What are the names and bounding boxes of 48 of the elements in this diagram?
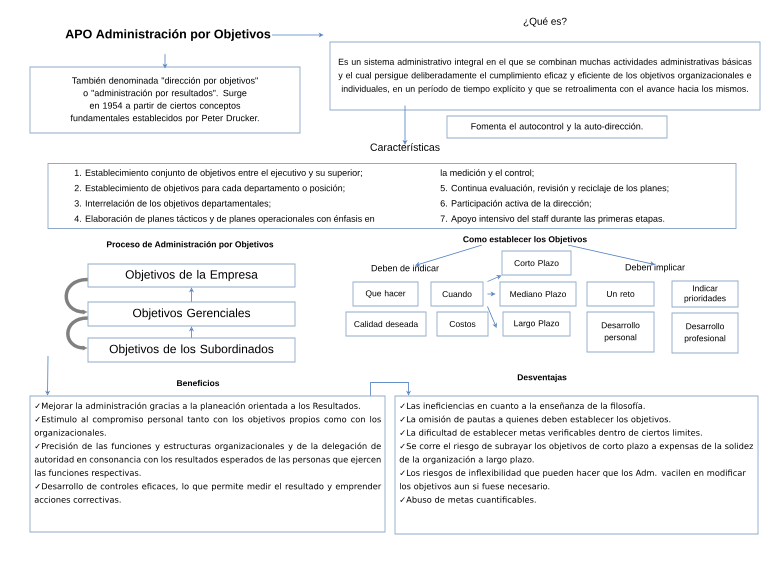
list-item: ✓Se corre el riesgo de subrayar los objetivos de corto plazo a expensas de la solidez de la organización a largo plazo. [400,442,754,464]
list-item: ✓Las ineficiencias en cuanto a la enseñanza de la filosofía. [400,402,645,409]
list-item: la medición y el control; [440,169,534,178]
option-box: Cuando [430,282,484,306]
text-box: También denominada "dirección por objetivos" o "administración por resultados”. Surge en 1954 a partir de ciertos conceptos fundamentales establecidos por Peter Drucker. [30,66,300,134]
option-box: Costos [436,312,488,336]
heading: ¿Qué es? [524,17,567,27]
list-item: ✓La dificultad de establecer metas verificables dentro de ciertos limites. [400,429,702,436]
list-item: ✓Mejorar la administración gracias a la planeación orientada a los Resultados. [35,402,360,411]
text-box: Fomenta el autocontrol y la auto-dirección. [446,116,668,138]
list-item: ✓Desarrollo de controles eficaces, lo que permite medir el resultado y emprender acciones correctivas. [34,482,382,503]
process-box: Objetivos de los Subordinados [88,338,296,362]
list-item: ✓La omisión de pautas a quienes deben establecer los objetivos. [400,416,670,424]
title-text: APO Administración por Objetivos [66,29,270,41]
list-item: 4. Elaboración de planes tácticos y de planes operacionales con énfasis en [74,215,374,224]
heading: Beneficios [177,380,220,386]
option-box: Mediano Plazo [500,282,576,306]
list-item: ✓Precisión de las funciones y estructuras organizacionales y de la delegación de autoridad en consonancia con los resultados esperados de las personas que ejercen las funciones respectivas. [34,442,381,478]
option-box: Corto Plazo [502,250,572,276]
list-item: 1. Establecimiento conjunto de objetivos entre el ejecutivo y su superior; [74,169,362,178]
heading: Desventajas [518,374,566,382]
arrow [370,382,412,396]
option-box: Un reto [586,282,654,306]
list-item: 5. Continua evaluación, revisión y reciclaje de los planes; [440,184,668,194]
option-box: Calidad deseada [346,312,426,336]
heading: Como establecer los Objetivos [463,236,587,244]
option-box: Desarrollo profesional [672,312,738,354]
arrow [568,244,655,266]
list-item: 7. Apoyo intensivo del staff durante las primeras etapas. [440,215,664,224]
option-box: Desarrollo personal [586,312,654,352]
arrow [415,244,482,266]
list-item: ✓Los riesgos de inflexibilidad que pueden hacer que los Adm. vacilen en modificar los objetivos aun si fuese necesario. [400,470,746,491]
subheading: Deben implicar [626,264,685,272]
list-item: 3. Interrelación de los objetivos departamentales; [74,200,270,208]
list-item: ✓Abuso de metas cuantificables. [400,496,536,503]
option-box: Largo Plazo [502,312,570,336]
list-item: ✓Estimulo al compromiso personal tanto con los objetivos propios como con los organizacionales. [34,416,381,438]
option-box: Que hacer [352,282,418,306]
subheading: Deben de indicar [372,264,439,272]
process-box: Objetivos de la Empresa [88,264,296,288]
section-heading: Proceso de Administración por Objetivos [106,241,274,249]
arrow [487,306,497,328]
heading: Características [370,143,440,151]
definition-box: Es un sistema administrativo integral en el que se combinan muchas actividades administrativas básicas y el cual persigue deliberadamente el cumplimiento eficaz y eficiente de los objetivos organizacionales e individuales, en un período de tiempo explícito y que se retroalimenta con el avance hacia los mismos. [330,42,760,110]
option-box: Indicar prioridades [672,280,738,308]
list-item: 6. Participación activa de la dirección; [440,200,591,208]
list-item: 2. Establecimiento de objetivos para cada departamento o posición; [74,184,344,194]
process-box: Objetivos Gerenciales [88,302,296,326]
